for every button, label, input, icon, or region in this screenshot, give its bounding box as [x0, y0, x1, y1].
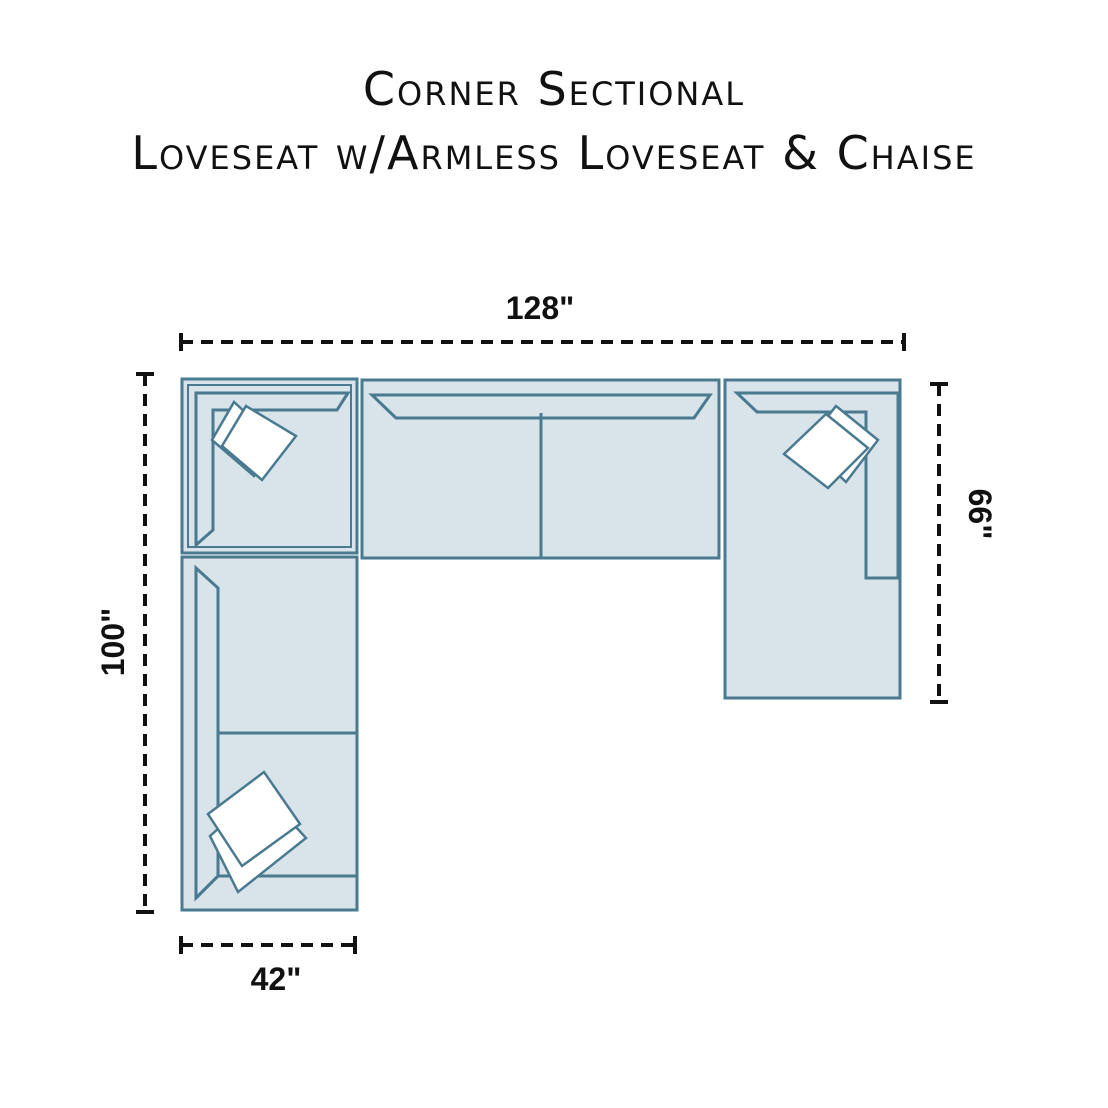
chaise-piece	[723, 378, 902, 700]
armless-loveseat-piece	[360, 378, 721, 560]
dimension-line-left	[136, 372, 154, 914]
pillow-loveseat-bottom	[206, 770, 308, 894]
dimension-label-arm-width: 42"	[250, 961, 302, 997]
diagram-title-line-2: Loveseat w/Armless Loveseat & Chaise	[131, 126, 977, 180]
pillow-corner-left	[210, 400, 298, 482]
dimension-lines	[136, 333, 948, 954]
dimension-label-overall-depth: 100"	[95, 607, 131, 677]
dimension-label-chaise-depth: 66"	[962, 488, 998, 540]
dimension-label-overall-width: 128"	[505, 290, 575, 326]
diagram-title-line-1: Corner Sectional	[362, 62, 746, 116]
dimension-line-bottom	[179, 936, 357, 954]
pillow-chaise-right	[782, 404, 880, 490]
dimension-line-right	[930, 382, 948, 704]
dimension-line-top	[179, 333, 906, 351]
